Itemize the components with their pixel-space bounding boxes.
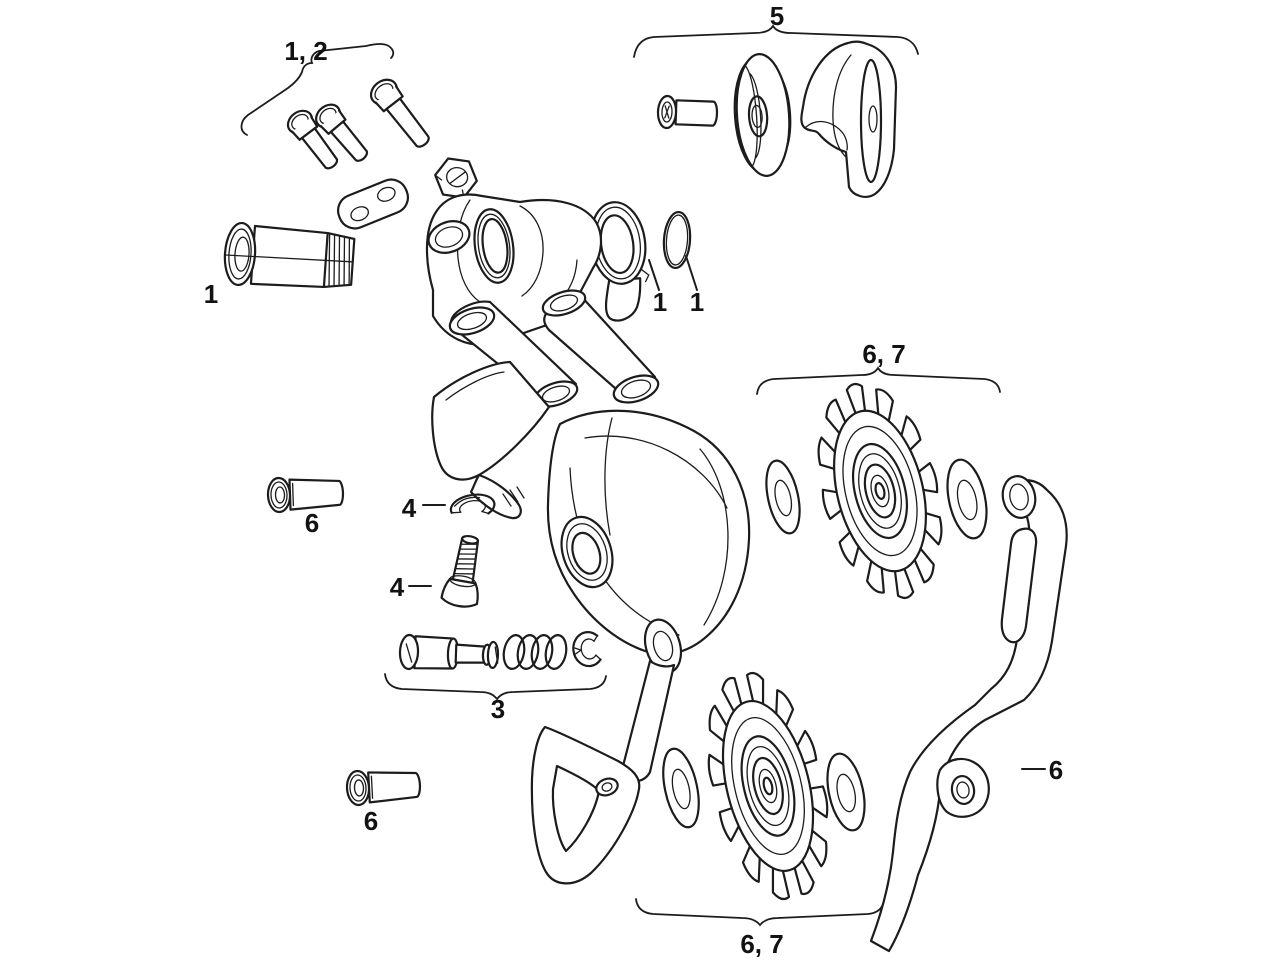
pulley-washer	[662, 747, 700, 829]
o-ring	[662, 210, 692, 270]
callout-lock-washer: 4	[402, 493, 417, 523]
callout-group-5: 5	[770, 1, 784, 31]
brace-group-1-2	[240, 43, 395, 136]
pulley-teeth	[696, 657, 841, 915]
coil-spring	[502, 634, 568, 670]
outer-cage-plate	[869, 475, 1068, 953]
cage-pivot-boss	[643, 618, 683, 674]
knuckle-ring	[560, 515, 614, 589]
leader-o-ring	[685, 255, 698, 291]
callout-outer-cage-plate: 6	[1049, 755, 1063, 785]
callout-b-bolt: 1	[204, 279, 218, 309]
spring-plunger	[398, 633, 500, 671]
callout-upper-cage-screw: 6	[305, 508, 319, 538]
callout-lower-pulley: 6, 7	[740, 929, 783, 959]
leader-hanger-washer	[648, 259, 660, 291]
cage-screw-lower	[345, 769, 422, 807]
fastener-group-1-2	[286, 78, 478, 230]
plate-upper-eye	[1001, 475, 1037, 519]
inner-cage-plate	[530, 659, 676, 885]
hanger-washer	[589, 201, 650, 322]
upper-pulley-group	[765, 370, 988, 611]
plate-lower-eye	[950, 774, 976, 806]
spring-group	[398, 631, 602, 671]
callout-upper-pulley: 6, 7	[862, 339, 905, 369]
callout-labels: 1, 2 5 1 1 1 6, 7 6 4 4 3 6 6 6, 7	[204, 1, 1063, 959]
brace-group-5	[633, 24, 919, 58]
brace-lower-pulley-group	[635, 898, 885, 927]
pulley-washer	[765, 459, 801, 535]
leader-lines	[408, 255, 1046, 770]
pulley-washer	[826, 752, 866, 832]
callout-cage-lock-screw: 4	[390, 572, 405, 602]
hex-nut	[434, 157, 478, 199]
brace-upper-pulley-group	[756, 366, 1001, 395]
pivot-boss	[612, 374, 660, 404]
knuckle-bore	[473, 208, 515, 284]
derailleur-body	[425, 193, 751, 674]
mounting-pin-long	[369, 78, 430, 148]
cable-spool	[733, 53, 792, 177]
pulley-washer	[946, 458, 988, 540]
spool-cover-group-5	[656, 40, 898, 198]
pivot-boss	[448, 306, 496, 336]
callout-lower-cage-screw: 6	[364, 806, 378, 836]
callout-hanger-washer: 1	[653, 287, 667, 317]
callout-spring-group: 3	[491, 694, 505, 724]
lower-jockey-wheel	[668, 631, 868, 941]
spool-bolt	[656, 94, 719, 130]
cage-screw-upper	[266, 476, 345, 514]
mounting-pin	[286, 109, 339, 170]
callout-braces	[240, 24, 1001, 927]
cage-lock-screw	[440, 534, 480, 608]
callout-group-1-2: 1, 2	[284, 36, 327, 66]
lock-washer	[449, 493, 496, 515]
clamp-eye	[427, 220, 471, 254]
mounting-pin	[315, 103, 369, 162]
b-bolt	[223, 221, 356, 289]
brace-spring-group	[384, 673, 607, 701]
pivot-boss	[541, 289, 587, 317]
lower-pulley-group	[662, 631, 868, 941]
upper-jockey-wheel	[798, 370, 962, 611]
callout-o-ring: 1	[690, 287, 704, 317]
anchor-plate	[336, 178, 410, 230]
e-clip	[572, 631, 602, 668]
spool-cover	[800, 40, 898, 198]
